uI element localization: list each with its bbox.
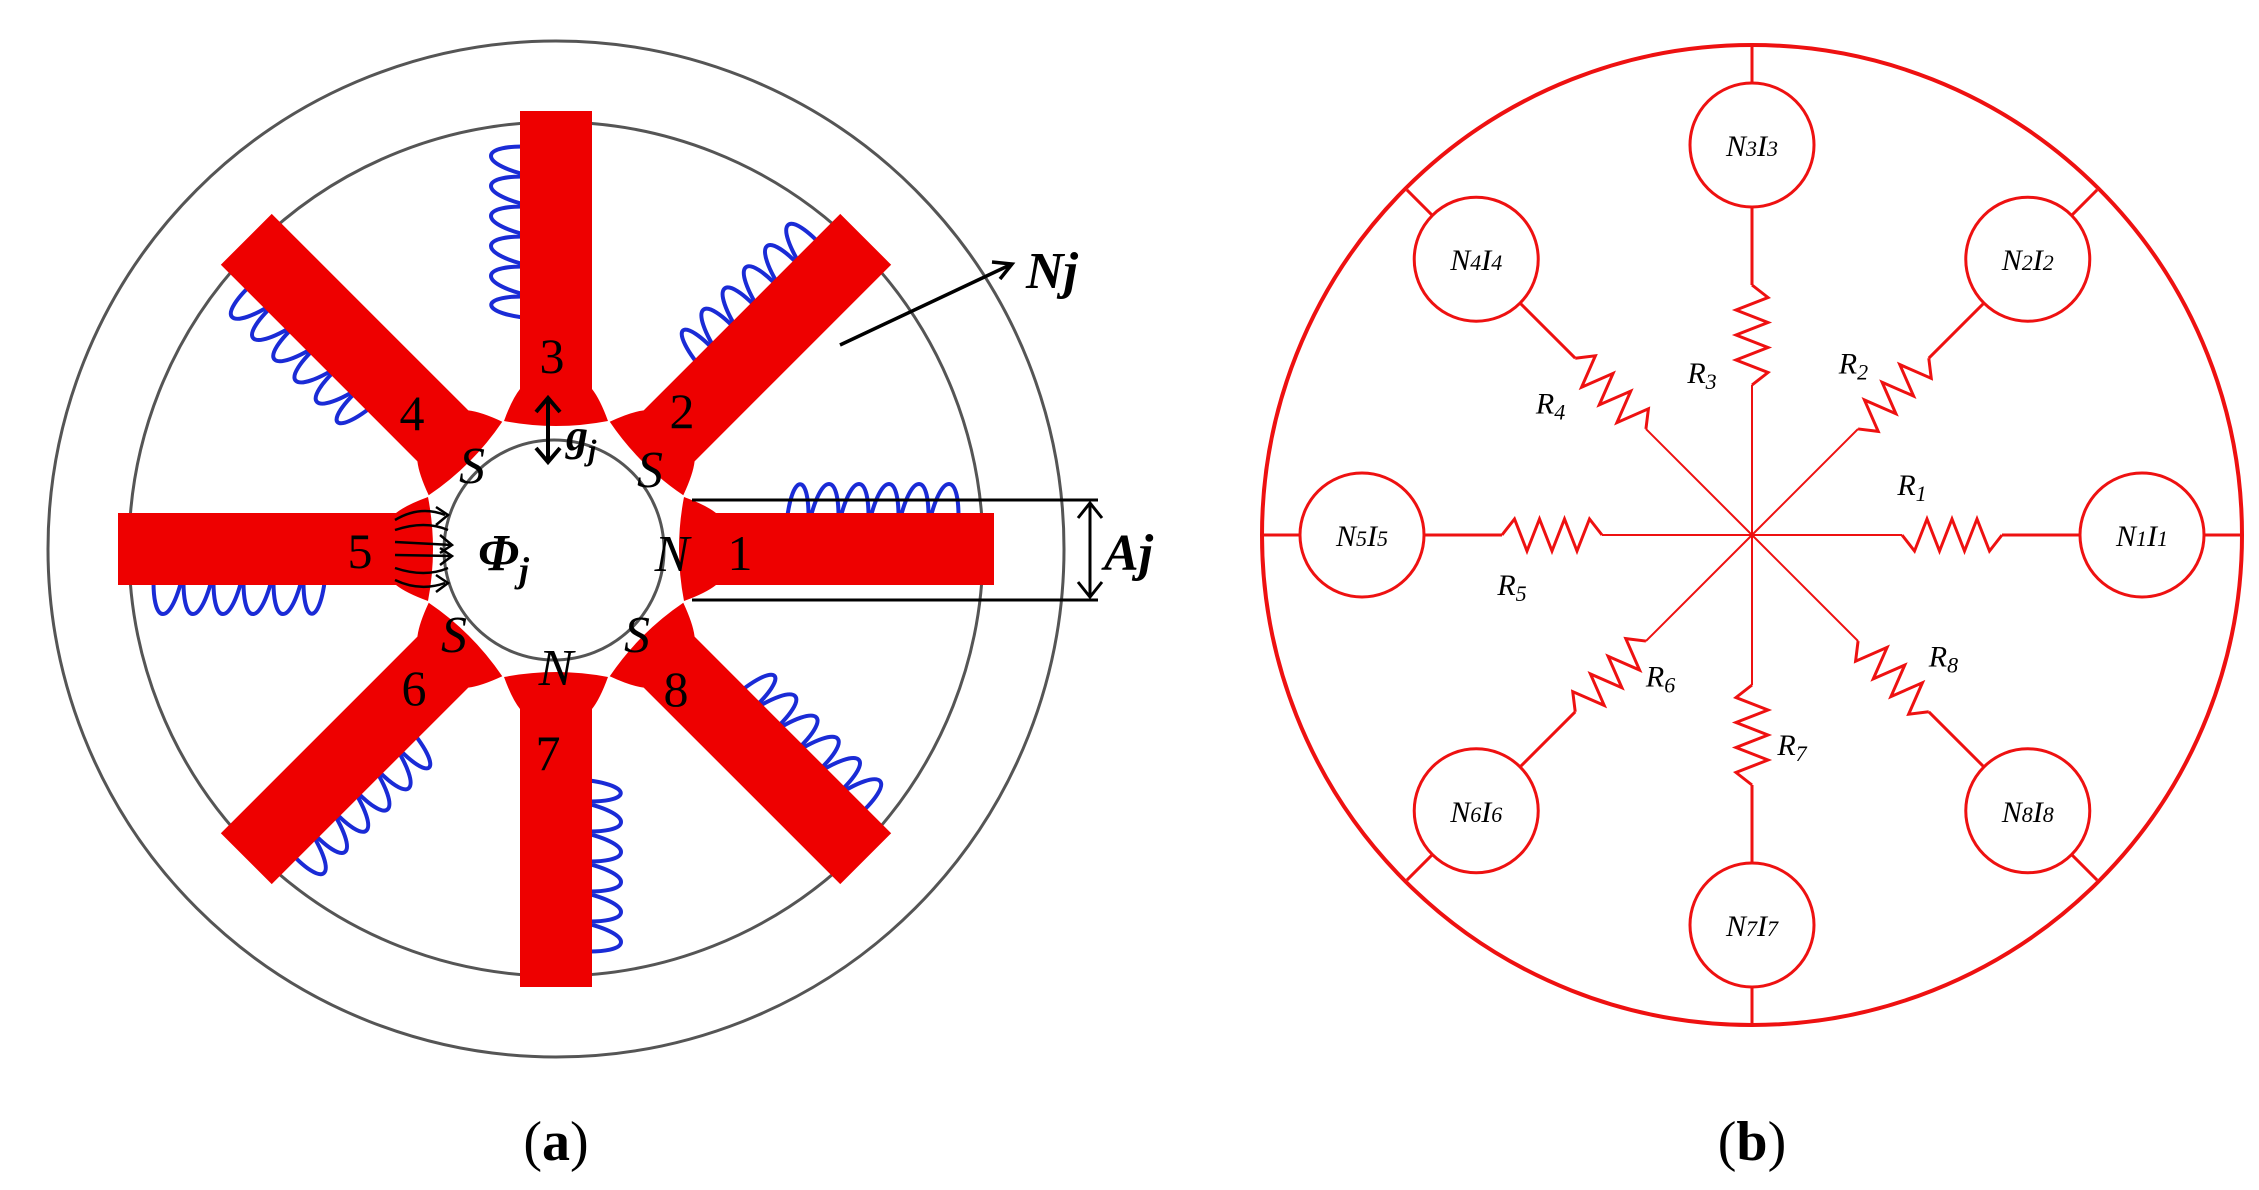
reluctance-label-5: R5 [1496, 569, 1526, 606]
flux-label: Φj [478, 525, 530, 590]
reluctance-label-3: R3 [1686, 357, 1716, 394]
caption-a: (a) [523, 1111, 588, 1173]
reluctance-label-4: R4 [1535, 388, 1565, 425]
polarity-pole-6: S [441, 607, 467, 664]
pole-number-7: 7 [536, 725, 561, 781]
reluctance-3 [1731, 283, 1773, 387]
stator-pole-1 [679, 497, 994, 601]
pole-number-4: 4 [400, 385, 425, 441]
coil-label: Nj [1025, 243, 1079, 300]
wire-outer-7 [1519, 302, 1577, 360]
mmf-source-4 [1412, 195, 1540, 323]
circuit-boundary [1260, 43, 2244, 1027]
stator-poles [118, 111, 994, 987]
pole-number-5: 5 [348, 523, 373, 579]
pole-number-6: 6 [402, 660, 427, 716]
reluctance-label-6: R6 [1645, 660, 1675, 697]
mmf-source-label-4: N4I4 [1449, 244, 1502, 277]
mmf-source-label-1: N1I1 [2115, 520, 2168, 553]
mmf-source-label-8: N8I8 [2001, 796, 2054, 829]
reluctance-2 [1857, 358, 1934, 434]
polarity-pole-4: S [459, 438, 485, 495]
boundary-link-1 [2070, 188, 2099, 217]
coil-pointer [839, 260, 1016, 347]
boundary-link-7 [1405, 188, 1434, 217]
pole-number-3: 3 [540, 328, 565, 384]
stator-pole-8 [609, 602, 892, 885]
stator-pole-3 [504, 111, 608, 426]
panel-a-bearing: 1 2 3 4 5 6 7 8 N S S S N S gj [46, 39, 1154, 1173]
mmf-source-label-6: N6I6 [1449, 796, 1502, 829]
pole-width-label: Aj [1101, 525, 1154, 582]
reluctance-label-7: R7 [1776, 729, 1807, 766]
mmf-source-2 [1964, 195, 2092, 323]
polarity-pole-8: S [624, 607, 650, 664]
reluctance-label-8: R8 [1928, 640, 1958, 677]
pole-number-1: 1 [728, 525, 753, 581]
mmf-source-label-2: N2I2 [2001, 244, 2054, 277]
stator-outer-circle [46, 39, 1066, 1059]
mmf-source-6 [1412, 747, 1540, 875]
stator-pole-2 [609, 213, 892, 496]
boundary-link-5 [1405, 853, 1434, 882]
reluctance-label-1: R1 [1896, 469, 1926, 506]
polarity-pole-2: S [637, 442, 663, 499]
pole-number-2: 2 [670, 383, 695, 439]
pole-number-8: 8 [664, 661, 689, 717]
reluctance-4 [1575, 353, 1651, 430]
stator-pole-5 [118, 497, 433, 601]
reluctance-5 [1500, 514, 1604, 556]
wire-inner-1 [1751, 428, 1859, 536]
polarity-pole-1: N [654, 526, 693, 583]
flux-arrows [394, 505, 455, 593]
mmf-source-label-5: N5I5 [1335, 520, 1388, 553]
reluctance-8 [1853, 640, 1929, 717]
gap-arrow [534, 394, 562, 466]
wire-inner-3 [1751, 534, 1859, 642]
wire-inner-5 [1645, 534, 1753, 642]
mmf-source-label-7: N7I7 [1725, 910, 1779, 943]
gap-label: gj [565, 411, 597, 467]
reluctance-label-2: R2 [1838, 348, 1868, 385]
boundary-link-3 [2070, 853, 2099, 882]
mmf-source-8 [1964, 747, 2092, 875]
stator-pole-4 [220, 213, 503, 496]
reluctance-7 [1731, 683, 1773, 787]
circuit-network [1264, 47, 2240, 1023]
polarity-pole-7: N [538, 640, 577, 697]
reluctance-6 [1570, 636, 1647, 712]
mmf-source-label-3: N3I3 [1725, 130, 1778, 163]
stator-pole-7 [504, 672, 608, 987]
caption-b: (b) [1718, 1111, 1786, 1173]
wire-outer-1 [1927, 302, 1985, 360]
wire-outer-5 [1519, 710, 1577, 768]
wire-outer-3 [1927, 710, 1985, 768]
wire-inner-7 [1645, 428, 1753, 536]
reluctance-1 [1900, 514, 2004, 556]
stator-pole-6 [220, 602, 503, 885]
pole-width-dimension [692, 498, 1104, 602]
